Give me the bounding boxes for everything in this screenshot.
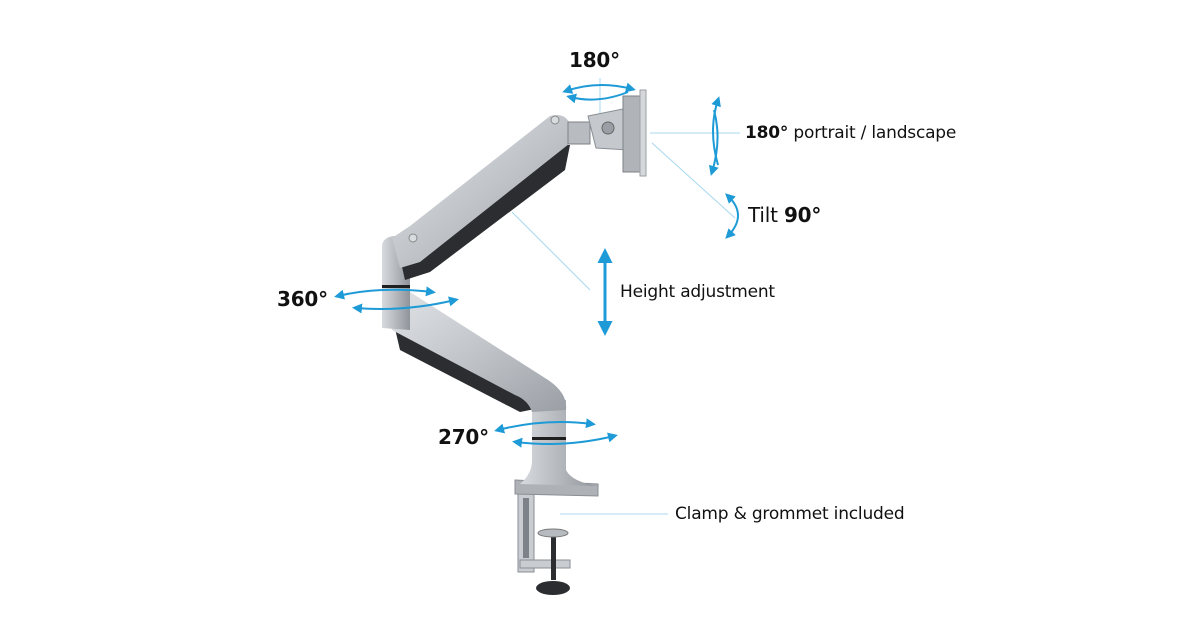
head-swivel-arrow — [566, 91, 629, 104]
elbow-rotation-arrow — [352, 296, 459, 314]
elbow-rotation-arrow — [334, 286, 436, 300]
tilt-arrow — [725, 193, 739, 239]
base-pole — [514, 400, 599, 497]
rotation-value: 180° — [745, 123, 789, 143]
rotation-text: portrait / landscape — [793, 123, 957, 143]
elbow-rotation-label: 360° — [277, 287, 328, 311]
tilt-text: Tilt — [748, 203, 778, 227]
lower-arm — [385, 292, 567, 412]
base-rotation-label: 270° — [438, 425, 489, 449]
tilt-value: 90° — [783, 203, 822, 227]
desk-clamp — [517, 487, 571, 595]
rotation-label: 180° portrait / landscape — [745, 123, 956, 143]
rotation-arrow — [709, 109, 719, 176]
clamp-label: Clamp & grommet included — [675, 504, 905, 524]
base-rotation-arrow — [494, 418, 596, 434]
head-swivel-label: 180° — [569, 48, 620, 72]
height-label: Height adjustment — [620, 282, 775, 302]
base-rotation-arrow — [512, 432, 618, 448]
tilt-label: Tilt 90° — [748, 203, 821, 227]
head-swivel-arrow — [562, 82, 636, 94]
rotation-arrows — [334, 82, 739, 448]
monitor-head — [567, 89, 647, 177]
leader-lines — [511, 78, 740, 515]
upper-arm — [392, 115, 574, 280]
